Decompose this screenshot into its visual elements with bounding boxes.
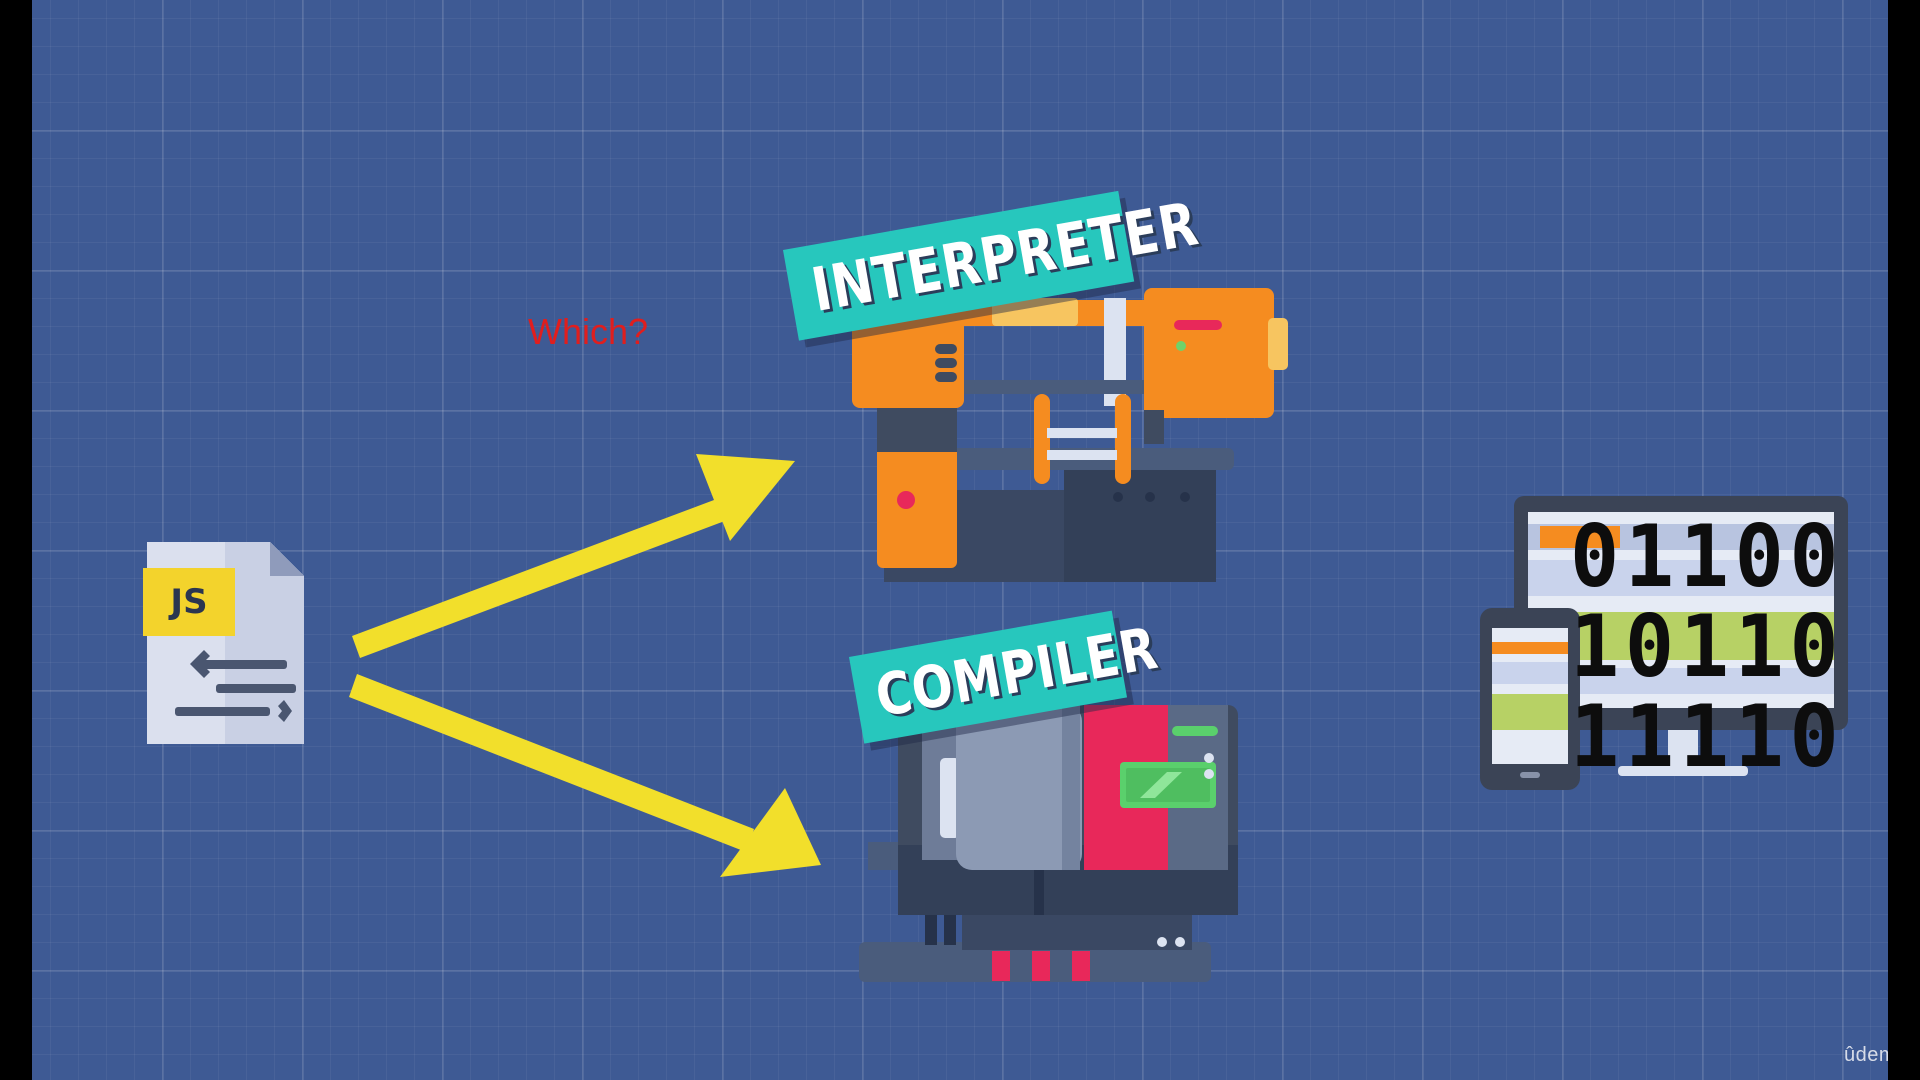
arrow-to-interpreter-icon — [352, 454, 795, 658]
monitor-and-tablet-icon — [1480, 496, 1848, 790]
arrow-to-compiler-icon — [349, 674, 821, 877]
slide-canvas: JS Which? INTERPRETER COMPILER 01100 101… — [32, 0, 1888, 1080]
binary-row: 11110 — [1570, 687, 1845, 787]
lathe-machine-icon — [859, 705, 1238, 982]
js-badge: JS — [143, 568, 235, 636]
diagram-illustration — [147, 288, 1848, 982]
band-saw-machine-icon — [852, 288, 1288, 582]
binary-row: 01100 — [1570, 507, 1845, 607]
binary-output: 01100 10110 11110 — [1570, 512, 1844, 782]
udemy-watermark: ûdemy — [1844, 1044, 1888, 1066]
question-annotation: Which? — [528, 311, 649, 352]
binary-row: 10110 — [1570, 597, 1845, 697]
